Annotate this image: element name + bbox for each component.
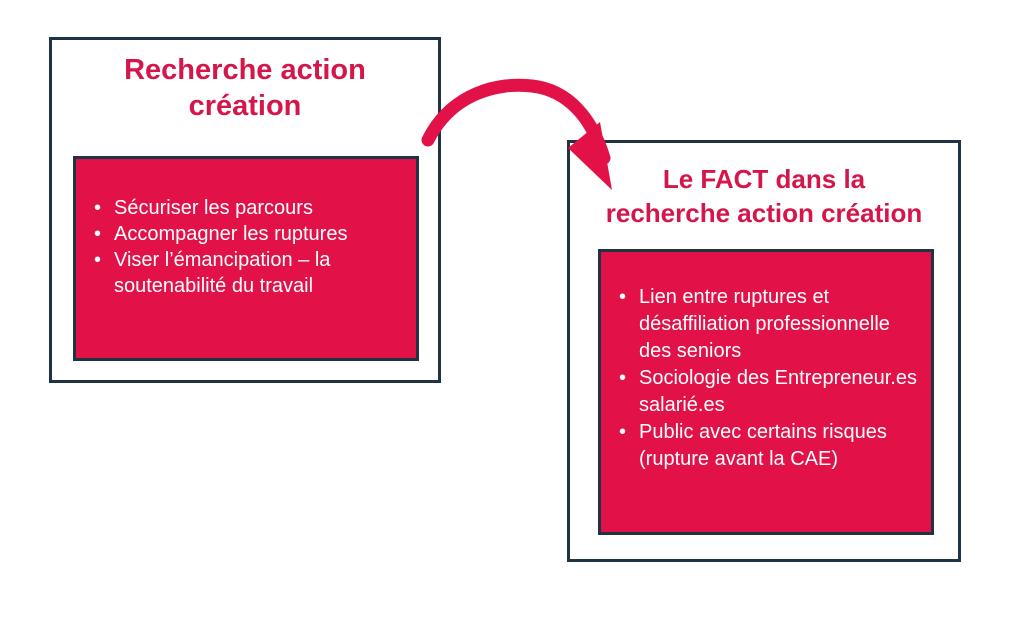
list-item: Viser l’émancipation – la soutenabilité … — [94, 247, 400, 299]
left-box-list: Sécuriser les parcours Accompagner les r… — [76, 159, 416, 299]
right-diagram-box: Le FACT dans la recherche action créatio… — [567, 140, 961, 562]
list-item: Accompagner les ruptures — [94, 221, 400, 247]
right-box-list: Lien entre ruptures et désaffiliation pr… — [601, 252, 931, 473]
right-box-title-line2: recherche action création — [605, 197, 923, 228]
list-item: Sociologie des Entrepreneur.es salarié.e… — [619, 365, 921, 419]
list-item: Sécuriser les parcours — [94, 195, 400, 221]
left-box-title-line1: Recherche action — [124, 54, 366, 86]
right-box-title-line1: Le FACT dans la — [662, 164, 866, 194]
right-box-content: Lien entre ruptures et désaffiliation pr… — [598, 249, 934, 535]
left-diagram-box: Recherche action création Sécuriser les … — [49, 37, 441, 383]
list-item: Public avec certains risques (rupture av… — [619, 419, 921, 473]
left-box-content: Sécuriser les parcours Accompagner les r… — [73, 156, 419, 361]
right-box-title: Le FACT dans la recherche action créatio… — [570, 163, 958, 231]
list-item: Lien entre ruptures et désaffiliation pr… — [619, 284, 921, 365]
left-box-title: Recherche action création — [52, 52, 438, 125]
left-box-title-line2: création — [188, 90, 302, 123]
